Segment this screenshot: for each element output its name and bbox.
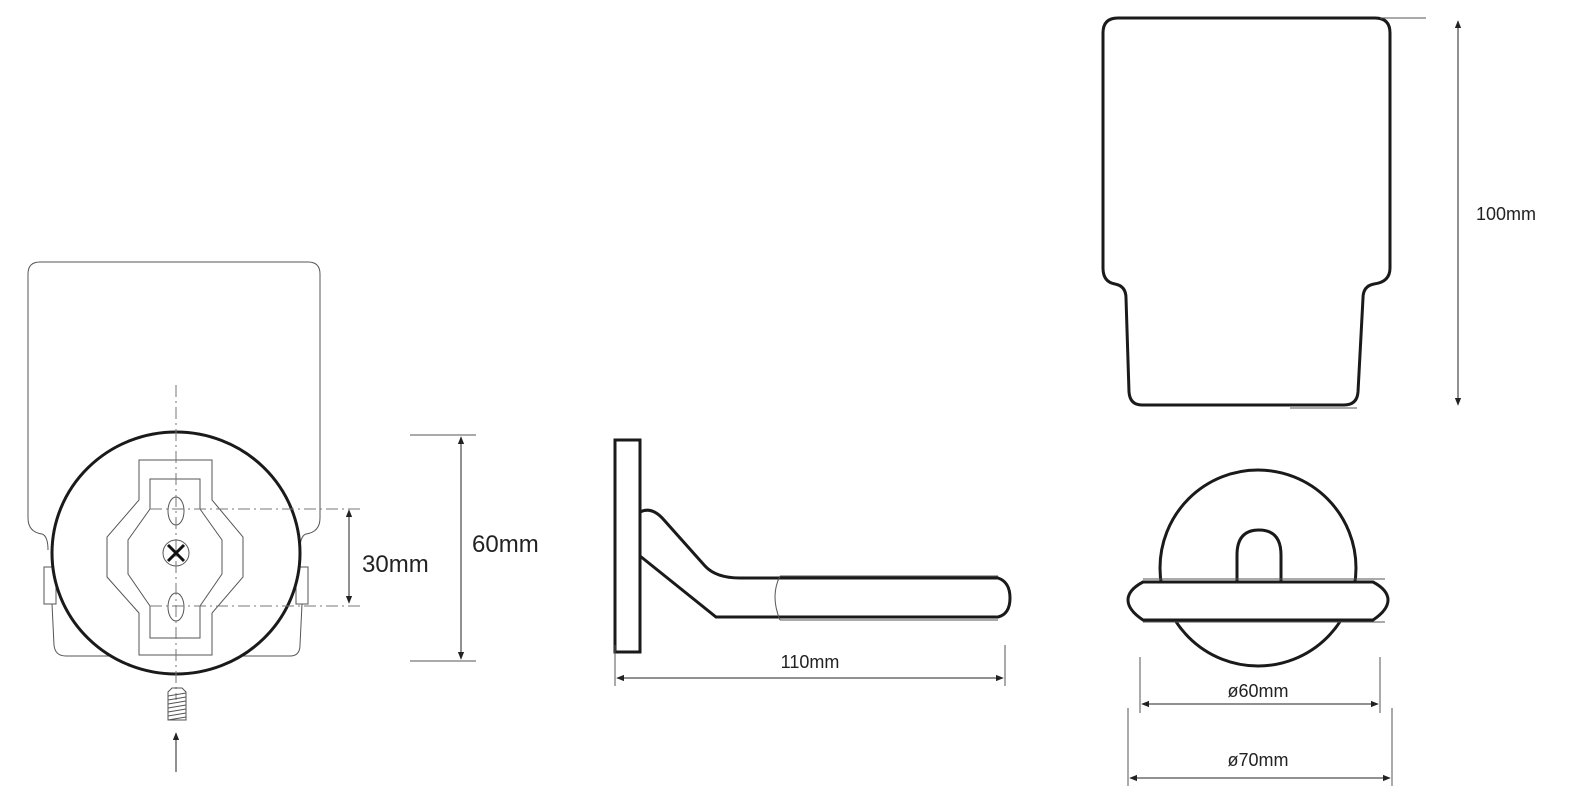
- top-view: ø60mm ø70mm: [1126, 468, 1393, 786]
- glass-outline: [1101, 16, 1392, 407]
- dim-ring-diameter: ø70mm: [1227, 750, 1288, 770]
- dim-mount-spacing: 30mm: [362, 551, 429, 578]
- plate-circle-top: [1158, 468, 1358, 668]
- side-view: 110mm: [613, 438, 1012, 686]
- set-screw-icon: [167, 687, 187, 721]
- mounting-plate-outer: [106, 459, 244, 656]
- front-view: 30mm 60mm: [27, 261, 539, 772]
- glass-view: 100mm: [1101, 16, 1536, 409]
- wall-plate-side: [613, 438, 642, 654]
- dim-plate-diameter: ø60mm: [1227, 681, 1288, 701]
- glass-outline-back: [27, 261, 321, 551]
- dim-depth: 110mm: [781, 652, 840, 672]
- holder-arm: [639, 508, 1012, 619]
- dim-plate-height: 60mm: [472, 531, 539, 558]
- ring-bar: [1126, 580, 1390, 622]
- dim-glass-height: 100mm: [1476, 204, 1536, 224]
- keyhole: [1235, 528, 1283, 582]
